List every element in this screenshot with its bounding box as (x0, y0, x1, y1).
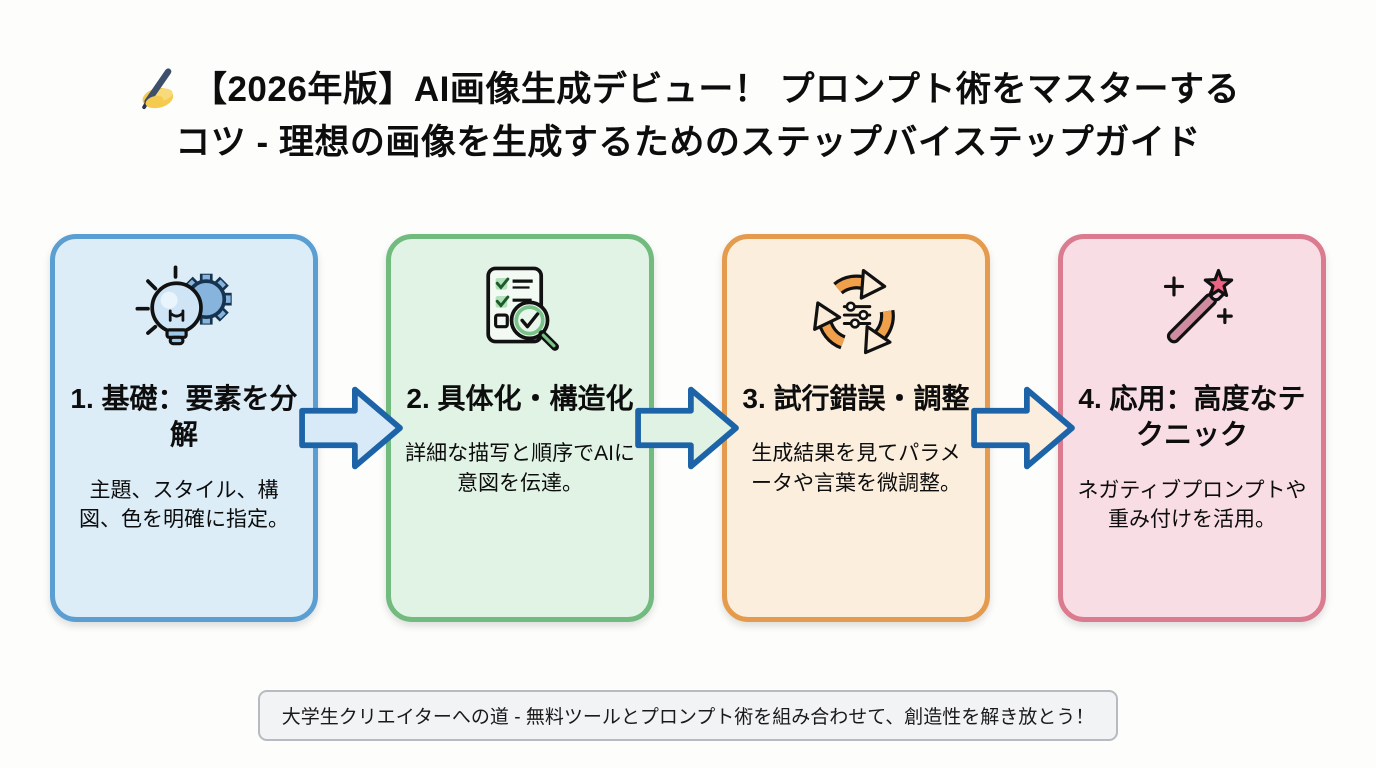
step-card-structuring: 2. 具体化・構造化 詳細な描写と順序でAIに意図を伝達。 (386, 234, 654, 622)
step-title: 2. 具体化・構造化 (406, 383, 634, 414)
title-line-1: 【2026年版】AI画像生成デビュー！ プロンプト術をマスターする (191, 70, 1241, 109)
step-description: ネガティブプロンプトや重み付けを活用。 (1077, 478, 1307, 532)
magic-wand-icon (1163, 268, 1234, 344)
step-title: 4. 応用：高度なテクニック (1078, 383, 1306, 451)
flow-arrow-3-icon (971, 386, 1075, 470)
flow-arrow-1-icon (299, 386, 403, 470)
step-card-iteration: 3. 試行錯誤・調整 生成結果を見てパラメータや言葉を微調整。 (722, 234, 990, 622)
writing-hand-icon (142, 68, 174, 110)
checklist-magnifier-icon (486, 266, 559, 351)
title-line-2: コツ - 理想の画像を生成するためのステップバイステップガイド (175, 122, 1201, 162)
step-title: 1. 基礎：要素を分解 (70, 383, 298, 451)
footer-note: 大学生クリエイターへの道 - 無料ツールとプロンプト術を組み合わせて、創造性を解… (257, 690, 1119, 741)
step-card-basics: 1. 基礎：要素を分解 主題、スタイル、構図、色を明確に指定。 (50, 234, 318, 622)
step-card-advanced: 4. 応用：高度なテクニック ネガティブプロンプトや重み付けを活用。 (1058, 234, 1326, 622)
flow-arrow-2-icon (635, 386, 739, 470)
lightbulb-gear-icon (135, 265, 232, 346)
step-description: 生成結果を見てパラメータや言葉を微調整。 (751, 442, 961, 495)
page-title: 【2026年版】AI画像生成デビュー！ プロンプト術をマスターする コツ - 理… (0, 64, 1376, 169)
step-description: 詳細な描写と順序でAIに意図を伝達。 (405, 442, 635, 495)
recycle-sliders-icon (813, 268, 895, 355)
step-title: 3. 試行錯誤・調整 (742, 383, 970, 414)
step-description: 主題、スタイル、構図、色を明確に指定。 (79, 478, 289, 532)
